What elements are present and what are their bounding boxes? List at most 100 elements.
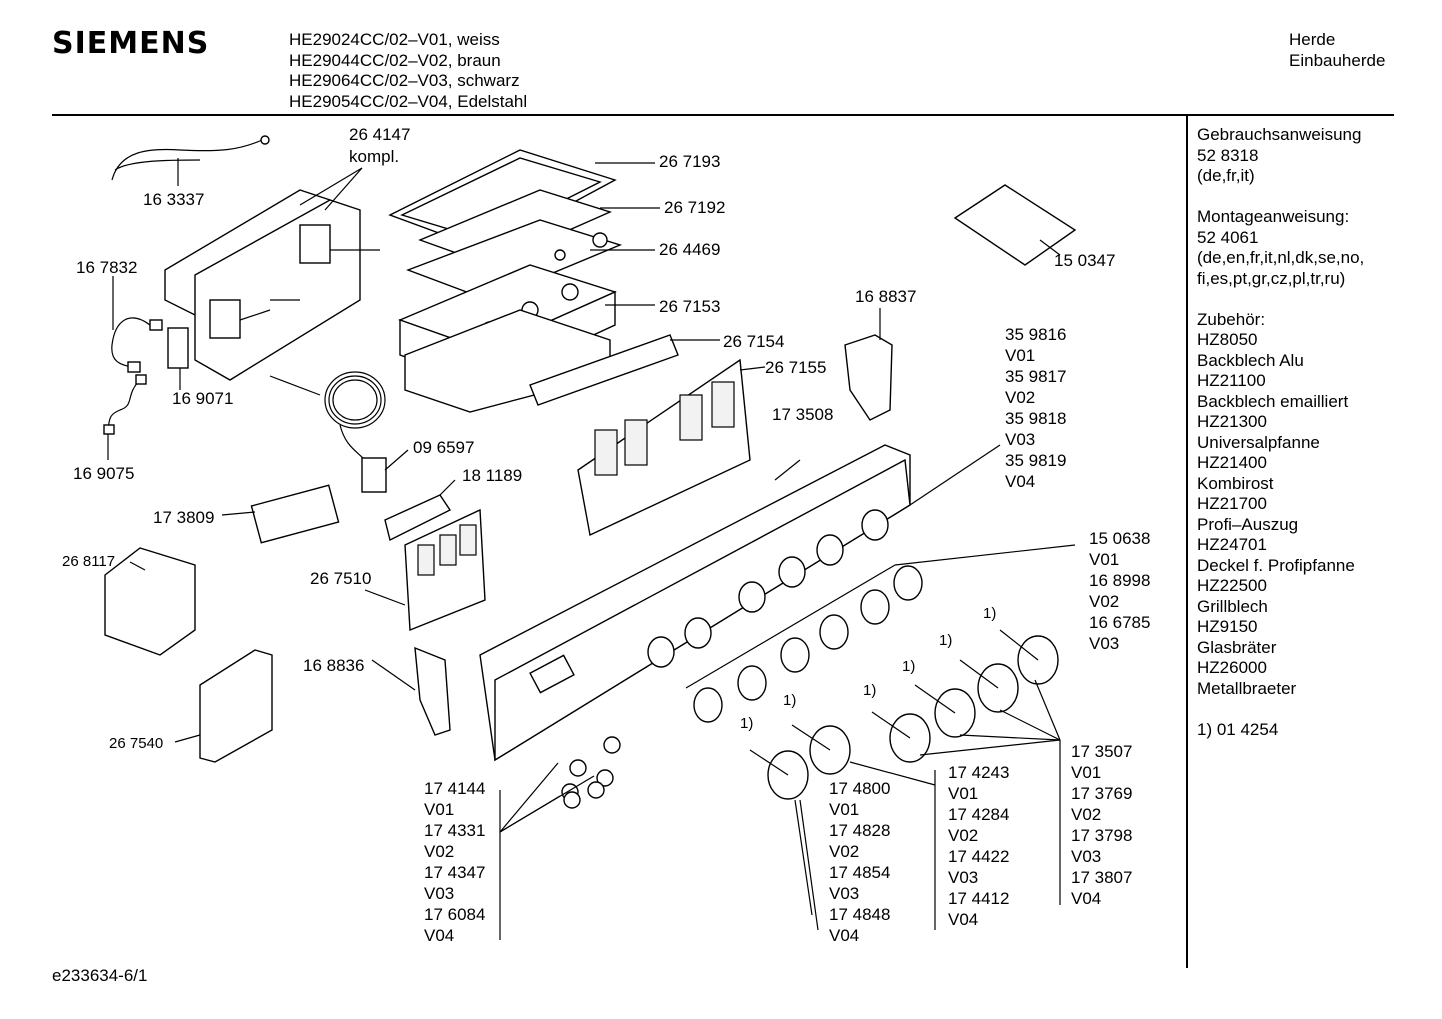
part-number: 35 9818	[1005, 409, 1067, 428]
part-number: 17 3507	[1071, 742, 1133, 761]
board-part	[406, 219, 655, 301]
part-label: 26 7155	[765, 358, 827, 377]
category-line: Herde	[1289, 30, 1336, 49]
sidebar-line: 52 8318	[1197, 145, 1259, 165]
header-divider	[52, 114, 1394, 116]
cable-part	[103, 374, 147, 460]
thermostat-part	[269, 371, 409, 493]
part-label: 26 7510	[310, 569, 372, 588]
part-label: 26 4147	[349, 125, 411, 144]
sidebar-line: Metallbraeter	[1197, 678, 1297, 698]
part-label: 26 7193	[659, 152, 721, 171]
footnote-marker: 1)	[939, 632, 953, 649]
knob-rings-part	[685, 544, 1076, 723]
sidebar-line: Zubehör:	[1197, 309, 1266, 329]
part-number: 17 4284	[948, 805, 1010, 824]
footnote-marker: 1)	[783, 692, 797, 709]
part-number: V03	[948, 868, 979, 887]
sidebar-line: Glasbräter	[1197, 637, 1277, 657]
part-label: 15 0347	[1054, 251, 1116, 270]
sidebar-line: HZ9150	[1197, 617, 1258, 636]
model-line: HE29024CC/02–V01, weiss	[289, 30, 500, 49]
exploded-parts-diagram	[103, 135, 1077, 940]
part-number: V01	[1071, 763, 1102, 782]
sidebar-line: Backblech Alu	[1197, 350, 1304, 370]
sidebar-spacer	[1197, 699, 1364, 720]
part-label: 26 8117	[62, 553, 116, 570]
part-number: 17 3769	[1071, 784, 1133, 803]
terminal-part	[167, 327, 189, 390]
part-number: 35 9817	[1005, 367, 1067, 386]
large-knobs-part	[749, 629, 1061, 931]
part-number: 17 4848	[829, 905, 891, 924]
part-number: 35 9819	[1005, 451, 1067, 470]
part-number: V01	[1005, 346, 1036, 365]
part-label: 26 4469	[659, 240, 721, 259]
part-number: 17 4828	[829, 821, 891, 840]
part-number: 17 6084	[424, 905, 486, 924]
sidebar-line: Montageanweisung:	[1197, 207, 1350, 226]
part-label: 17 3809	[153, 508, 215, 527]
part-label: 17 3508	[772, 405, 834, 424]
sidebar-line: HZ21700	[1197, 494, 1267, 513]
model-line: HE29054CC/02–V04, Edelstahl	[289, 91, 528, 111]
control-module-part	[364, 479, 486, 632]
part-number: V03	[424, 884, 455, 903]
part-number: V01	[1089, 550, 1120, 569]
sidebar-line: HZ21100	[1197, 371, 1266, 390]
part-label: 26 7540	[109, 735, 164, 752]
footnote-marker: 1)	[983, 605, 997, 622]
sidebar-line: Backblech emailliert	[1197, 391, 1349, 411]
strip-part	[529, 334, 720, 406]
part-number: V02	[829, 842, 860, 861]
document-id: e233634-6/1	[52, 966, 148, 985]
sidebar-line: Gebrauchsanweisung	[1197, 125, 1362, 144]
sidebar-line: Universalpfanne	[1197, 432, 1320, 452]
frame-part	[388, 149, 655, 251]
part-number: 17 4144	[424, 779, 486, 798]
part-label: 26 7154	[723, 332, 785, 351]
part-label: 16 7832	[76, 258, 138, 277]
part-number: V04	[1005, 472, 1036, 491]
part-label: 09 6597	[413, 438, 475, 457]
bracket-part	[104, 547, 196, 656]
part-number: V02	[1071, 805, 1102, 824]
bracket-part	[844, 308, 893, 421]
part-number: 17 4422	[948, 847, 1010, 866]
bracket-part	[371, 646, 451, 736]
part-number: 17 4347	[424, 863, 486, 882]
part-label: 18 1189	[462, 466, 523, 485]
control-module-part	[577, 358, 766, 537]
sidebar-spacer	[1197, 187, 1364, 208]
part-number: V03	[1005, 430, 1036, 449]
part-number: V01	[424, 800, 455, 819]
sidebar-divider	[1186, 116, 1188, 968]
part-number: 16 6785	[1089, 613, 1151, 632]
category: Herde Einbauherde	[1289, 30, 1385, 71]
part-label: kompl.	[349, 147, 400, 166]
part-number: V03	[1071, 847, 1102, 866]
frame-part	[174, 649, 273, 763]
sidebar-line: (de,en,fr,it,nl,dk,se,no,	[1197, 248, 1365, 267]
part-number: 17 4243	[948, 763, 1010, 782]
sidebar-line: Kombirost	[1197, 473, 1274, 493]
sidebar-line: HZ21300	[1197, 412, 1267, 431]
sidebar-line: 52 4061	[1197, 227, 1259, 247]
part-label: 16 9071	[172, 389, 234, 408]
part-number: V01	[948, 784, 979, 803]
part-label: 16 8837	[855, 287, 917, 306]
part-number: V02	[948, 826, 979, 845]
sidebar-line: fi,es,pt,gr,cz,pl,tr,ru)	[1197, 268, 1346, 288]
sidebar-line: Grillblech	[1197, 596, 1268, 616]
part-number: V03	[829, 884, 860, 903]
model-line: HE29044CC/02–V02, braun	[289, 50, 501, 70]
footnote-marker: 1)	[863, 682, 877, 699]
category-line: Einbauherde	[1289, 50, 1386, 70]
screw-bag-part	[953, 184, 1077, 266]
